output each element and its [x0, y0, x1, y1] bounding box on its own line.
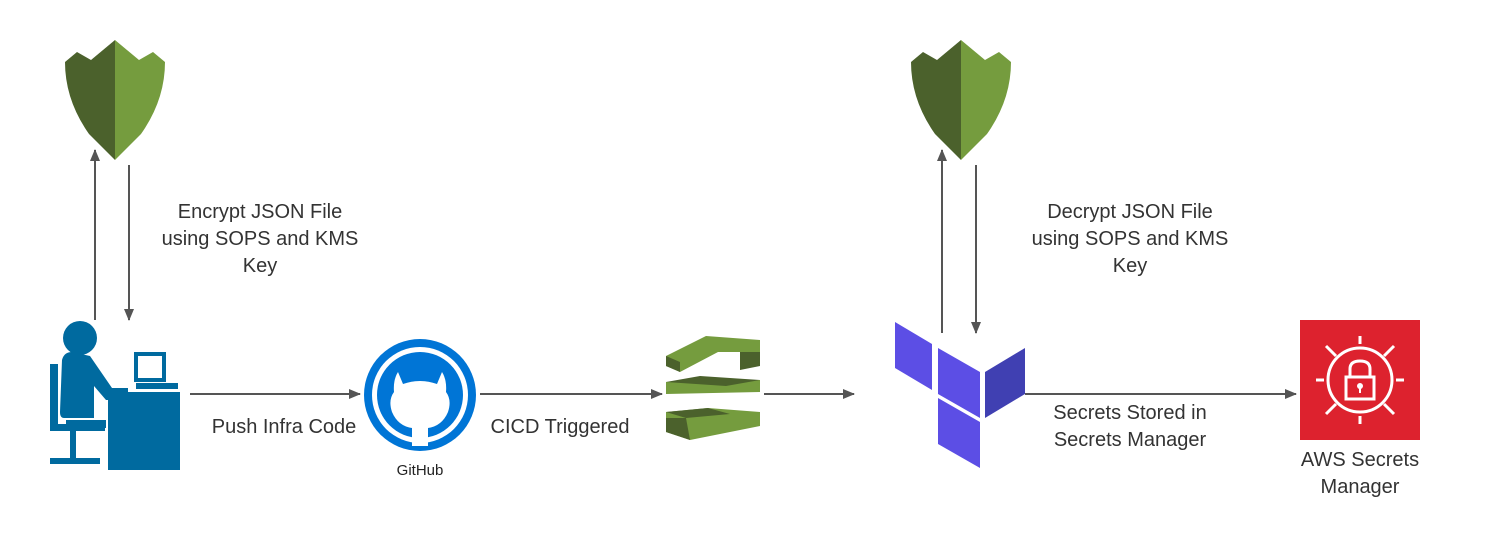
secrets-stored-line1: Secrets Stored in — [1053, 402, 1207, 424]
secrets-stored-label: Secrets Stored in Secrets Manager — [1020, 400, 1240, 454]
encrypt-label-line2: using SOPS and KMS — [161, 228, 359, 250]
decrypt-label-line3: Key — [1112, 255, 1148, 277]
decrypt-label-line1: Decrypt JSON File — [1047, 201, 1213, 223]
decrypt-label-line2: using SOPS and KMS — [1031, 228, 1229, 250]
encrypt-label-line1: Encrypt JSON File — [177, 201, 343, 223]
kms-shield-icon — [911, 40, 1011, 160]
cicd-label: CICD Triggered — [490, 416, 630, 438]
decrypt-label: Decrypt JSON File using SOPS and KMS Key — [1000, 199, 1260, 280]
aws-secrets-manager-line2: Manager — [1320, 476, 1400, 498]
aws-secrets-manager-line1: AWS Secrets — [1300, 449, 1420, 471]
terraform-icon — [895, 322, 1025, 468]
kms-shield-icon — [65, 40, 165, 160]
encrypt-label: Encrypt JSON File using SOPS and KMS Key — [130, 199, 390, 280]
github-octocat-icon — [364, 339, 476, 451]
encrypt-label-line3: Key — [242, 255, 278, 277]
aws-secrets-manager-label: AWS Secrets Manager — [1270, 447, 1450, 501]
codepipeline-icon — [666, 336, 760, 440]
secrets-stored-line2: Secrets Manager — [1053, 429, 1207, 451]
secrets-manager-icon — [1300, 320, 1420, 440]
github-label: GitHub — [396, 462, 444, 479]
user-at-computer-icon — [50, 321, 180, 470]
push-label: Push Infra Code — [211, 416, 357, 438]
